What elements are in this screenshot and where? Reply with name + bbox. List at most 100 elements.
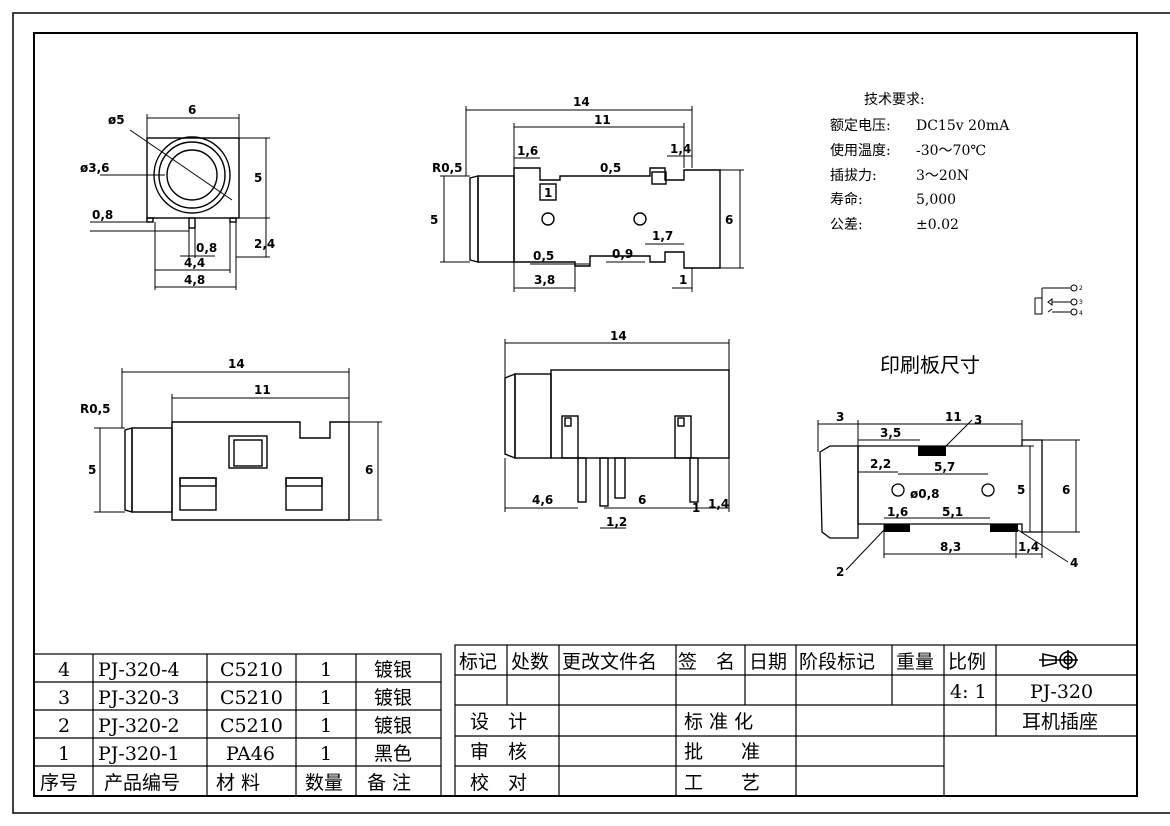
bottom-dim-46: 4,6 bbox=[532, 493, 553, 507]
pcb-dim-16: 1,6 bbox=[887, 505, 908, 519]
front-dim-08b: 0,8 bbox=[196, 241, 217, 255]
bottom-dim-6: 6 bbox=[638, 493, 646, 507]
front-view bbox=[90, 114, 270, 290]
tb-header-4: 日期 bbox=[749, 651, 787, 673]
pin-3-label: 3 bbox=[1079, 299, 1083, 306]
tech-value-0: DC15v 20mA bbox=[916, 118, 1010, 134]
bom-header-note: 备 注 bbox=[367, 772, 411, 794]
tech-requirements: 技术要求: 额定电压: DC15v 20mA 使用温度: -30～70℃ 插拔力… bbox=[830, 92, 1010, 233]
bom-header-no: 序号 bbox=[40, 772, 78, 794]
bom-row-1: 1 PJ-320-1 PA46 1 黑色 bbox=[58, 743, 412, 765]
bom-material: C5210 bbox=[220, 715, 283, 737]
pcb-dim-22: 2,2 bbox=[870, 457, 891, 471]
pcb-title: 印刷板尺寸 bbox=[880, 353, 980, 377]
pcb-dim-57: 5,7 bbox=[934, 460, 955, 474]
bom-row-3: 3 PJ-320-3 C5210 1 镀银 bbox=[58, 687, 412, 709]
tb-header-7: 比例 bbox=[948, 651, 986, 673]
bom-header-qty: 数量 bbox=[305, 772, 343, 794]
pad-3 bbox=[918, 446, 946, 456]
bottom-dim-14b: 1,4 bbox=[708, 497, 729, 511]
bom-part: PJ-320-3 bbox=[98, 687, 180, 709]
tb-design: 设 计 bbox=[470, 711, 527, 733]
bottom-dim-14: 14 bbox=[610, 329, 627, 343]
top-dim-14: 14 bbox=[573, 95, 590, 109]
bom-material: C5210 bbox=[220, 659, 283, 681]
top-view bbox=[440, 106, 744, 292]
bom-note: 镀银 bbox=[374, 659, 412, 681]
bottom-view bbox=[504, 339, 730, 529]
title-block-headers: 标记 处数 更改文件名 签 名 日期 阶段标记 重量 比例 bbox=[459, 651, 986, 673]
bom-no: 1 bbox=[58, 743, 70, 765]
top-dim-16: 1,6 bbox=[517, 144, 538, 158]
top-dim-1: 1 bbox=[544, 186, 552, 200]
tech-label-4: 公差: bbox=[830, 217, 863, 233]
tech-label-1: 使用温度: bbox=[830, 142, 891, 159]
pcb-dim-5: 5 bbox=[1017, 483, 1025, 497]
tb-header-6: 重量 bbox=[896, 651, 934, 673]
bom-no: 2 bbox=[58, 715, 70, 737]
bom-row-2: 2 PJ-320-2 C5210 1 镀银 bbox=[58, 715, 412, 737]
front-dim-phi5: ø5 bbox=[108, 113, 125, 127]
pcb-dim-3: 3 bbox=[836, 410, 844, 424]
top-dim-17: 1,7 bbox=[652, 229, 673, 243]
title-block-grid bbox=[454, 644, 1138, 797]
bom-qty: 1 bbox=[320, 743, 332, 765]
tb-header-0: 标记 bbox=[459, 651, 497, 673]
top-dim-09: 0,9 bbox=[612, 247, 633, 261]
tb-approve: 批 准 bbox=[684, 741, 760, 763]
pcb-pin-2: 2 bbox=[836, 565, 844, 579]
tb-standard: 标 准 化 bbox=[684, 711, 753, 733]
pcb-dim-51: 5,1 bbox=[942, 505, 963, 519]
bom-material: PA46 bbox=[226, 743, 275, 765]
bom-note: 镀银 bbox=[374, 715, 412, 737]
side-dim-r05: R0,5 bbox=[80, 402, 111, 416]
outer-border bbox=[12, 12, 1170, 814]
bom-no: 4 bbox=[58, 659, 70, 681]
bom-part: PJ-320-4 bbox=[98, 659, 180, 681]
tb-header-3: 签 名 bbox=[678, 651, 735, 673]
pcb-view bbox=[817, 419, 1080, 571]
front-dim-5: 5 bbox=[254, 171, 262, 185]
tb-header-2: 更改文件名 bbox=[562, 651, 657, 673]
tech-value-4: ±0.02 bbox=[916, 217, 959, 233]
pcb-dim-6: 6 bbox=[1062, 483, 1070, 497]
bom-qty: 1 bbox=[320, 715, 332, 737]
top-dim-6: 6 bbox=[725, 213, 733, 227]
pcb-dim-14: 1,4 bbox=[1018, 540, 1039, 554]
bom-header: 序号 产品编号 材 料 数量 备 注 bbox=[40, 772, 411, 794]
bom-header-part: 产品编号 bbox=[104, 772, 180, 794]
tech-label-0: 额定电压: bbox=[830, 118, 891, 134]
pcb-pin-3: 3 bbox=[974, 413, 982, 427]
bom-note: 黑色 bbox=[374, 743, 412, 765]
front-dim-phi36: ø3,6 bbox=[80, 161, 110, 175]
tb-check: 审 核 bbox=[470, 741, 527, 763]
tech-value-2: 3～20N bbox=[916, 168, 969, 184]
top-dim-b1: 1 bbox=[679, 273, 687, 287]
bom-part: PJ-320-2 bbox=[98, 715, 180, 737]
front-dim-48: 4,8 bbox=[184, 273, 205, 287]
pcb-dim-83: 8,3 bbox=[940, 540, 961, 554]
tb-header-1: 处数 bbox=[511, 651, 549, 673]
tb-proof: 校 对 bbox=[470, 772, 527, 794]
bom-note: 镀银 bbox=[374, 687, 412, 709]
tech-label-2: 插拔力: bbox=[830, 168, 877, 184]
front-dim-44: 4,4 bbox=[184, 256, 205, 270]
bottom-dim-1: 1 bbox=[692, 501, 700, 515]
bom-part: PJ-320-1 bbox=[98, 743, 180, 765]
tech-value-3: 5,000 bbox=[916, 192, 956, 208]
bom-material: C5210 bbox=[220, 687, 283, 709]
front-dim-08a: 0,8 bbox=[92, 208, 113, 222]
tech-title: 技术要求: bbox=[864, 92, 925, 108]
pad-2 bbox=[884, 524, 910, 532]
bom-no: 3 bbox=[58, 687, 70, 709]
pcb-pin-4: 4 bbox=[1070, 556, 1078, 570]
tb-process: 工 艺 bbox=[684, 772, 760, 794]
side-view bbox=[94, 368, 382, 521]
pin-2-label: 2 bbox=[1079, 285, 1083, 292]
front-dim-6: 6 bbox=[188, 103, 196, 117]
pad-4 bbox=[990, 524, 1018, 532]
bom-row-4: 4 PJ-320-4 C5210 1 镀银 bbox=[58, 659, 412, 681]
projection-symbol-icon bbox=[1039, 650, 1078, 670]
bom-qty: 1 bbox=[320, 687, 332, 709]
part-number: PJ-320 bbox=[1030, 681, 1093, 703]
